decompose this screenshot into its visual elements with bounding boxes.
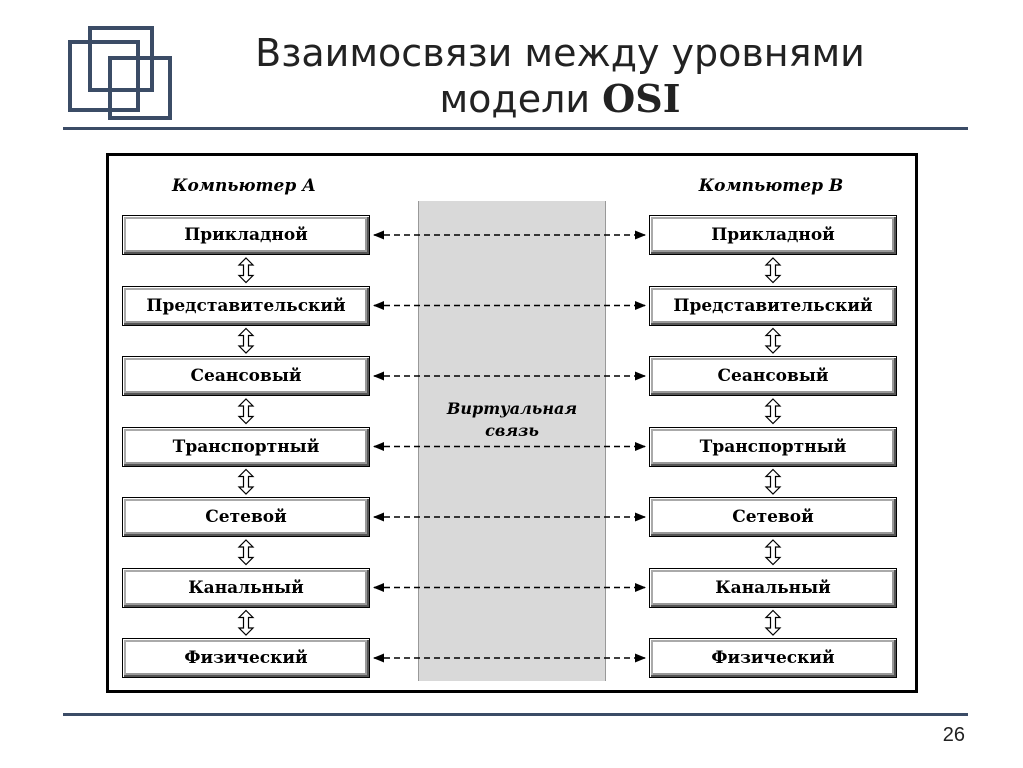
virtual-link-line-1: Виртуальная xyxy=(446,399,578,418)
logo-squares xyxy=(68,26,172,120)
layer-interface-arrow xyxy=(764,327,782,354)
layer-interface-arrow xyxy=(764,609,782,636)
virtual-link-label: Виртуальная связь xyxy=(419,398,605,442)
right-layer-box: Представительский xyxy=(649,285,897,326)
title-line-2-prefix: модели xyxy=(439,77,603,121)
layer-interface-arrow xyxy=(764,468,782,495)
left-layer-box: Сетевой xyxy=(122,497,370,537)
page-number: 26 xyxy=(942,724,965,746)
layer-interface-arrow xyxy=(237,609,255,636)
layer-interface-arrow xyxy=(764,398,782,425)
osi-diagram: Компьютер А Компьютер В Виртуальная связ… xyxy=(106,153,918,693)
virtual-link-band: Виртуальная связь xyxy=(418,201,606,681)
left-layer-box: Сеансовый xyxy=(122,356,370,396)
top-divider xyxy=(63,127,968,130)
right-host-label: Компьютер В xyxy=(698,176,844,196)
left-layer-box: Физический xyxy=(122,638,370,678)
title-line-2-bold: OSI xyxy=(602,76,681,121)
left-host-label: Компьютер А xyxy=(171,176,317,196)
layer-interface-arrow xyxy=(237,539,255,566)
layer-interface-arrow xyxy=(764,257,782,284)
left-layer-box: Канальный xyxy=(122,567,370,608)
right-layer-box: Сетевой xyxy=(649,497,897,537)
layer-interface-arrow xyxy=(237,398,255,425)
bottom-divider xyxy=(63,713,968,716)
right-layer-box: Физический xyxy=(649,638,897,678)
layer-interface-arrow xyxy=(764,539,782,566)
virtual-link-line-2: связь xyxy=(485,421,539,440)
right-layer-box: Сеансовый xyxy=(649,356,897,396)
right-layer-box: Канальный xyxy=(649,567,897,608)
layer-interface-arrow xyxy=(237,257,255,284)
left-layer-box: Прикладной xyxy=(122,215,370,255)
right-layer-box: Прикладной xyxy=(649,215,897,255)
left-layer-box: Представительский xyxy=(122,285,370,326)
title-line-2: модели OSI xyxy=(200,76,920,122)
layer-interface-arrow xyxy=(237,468,255,495)
right-layer-box: Транспортный xyxy=(649,426,897,467)
layer-interface-arrow xyxy=(237,327,255,354)
left-layer-box: Транспортный xyxy=(122,426,370,467)
slide-title: Взаимосвязи между уровнями модели OSI xyxy=(200,30,920,122)
title-line-1: Взаимосвязи между уровнями xyxy=(255,31,865,75)
